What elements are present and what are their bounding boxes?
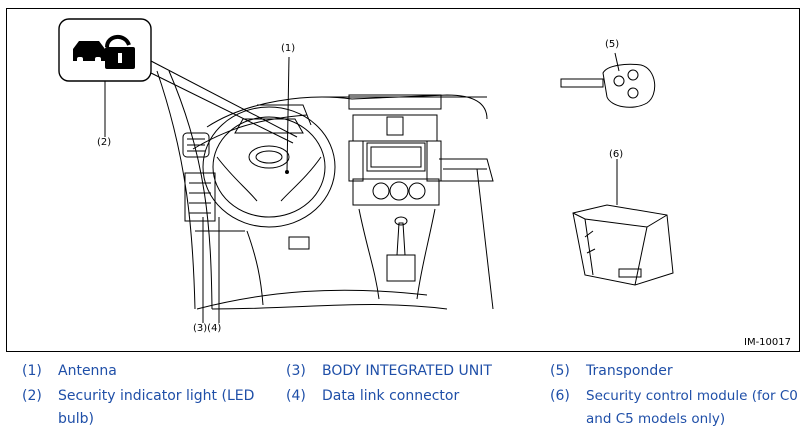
legend-text: Transponder [586, 363, 673, 379]
steering-wheel [202, 106, 336, 228]
illustration-frame: (1) (2) (3)(4) (5) (6) IM-10017 [6, 8, 800, 352]
legend-number: (1) [22, 363, 42, 379]
control-module [572, 204, 674, 286]
dashboard-illustration [58, 18, 674, 323]
legend-text: Antenna [58, 363, 117, 379]
a-pillar-line [156, 70, 196, 310]
figure-id: IM-10017 [744, 337, 791, 348]
legend-text: Data link connector [322, 388, 460, 404]
callout-2: (2) [97, 137, 112, 148]
callout-6: (6) [609, 149, 624, 160]
center-display [366, 142, 426, 172]
callout-1: (1) [281, 43, 296, 54]
legend-number: (5) [550, 363, 570, 379]
legend-number: (2) [22, 388, 42, 404]
car-lock-icon [58, 18, 152, 82]
legend-number: (4) [286, 388, 306, 404]
legend-number: (3) [286, 363, 306, 379]
legend-text: BODY INTEGRATED UNIT [322, 363, 492, 379]
legend-text: Security indicator light (LED bulb) [58, 388, 255, 427]
key-head [602, 63, 656, 108]
key-blade [560, 78, 604, 88]
callout-3-4: (3)(4) [193, 323, 222, 334]
legend-number: (6) [550, 388, 570, 404]
callout-5: (5) [605, 39, 620, 50]
legend-text: Security control module (for C0 and C5 m… [586, 388, 798, 427]
